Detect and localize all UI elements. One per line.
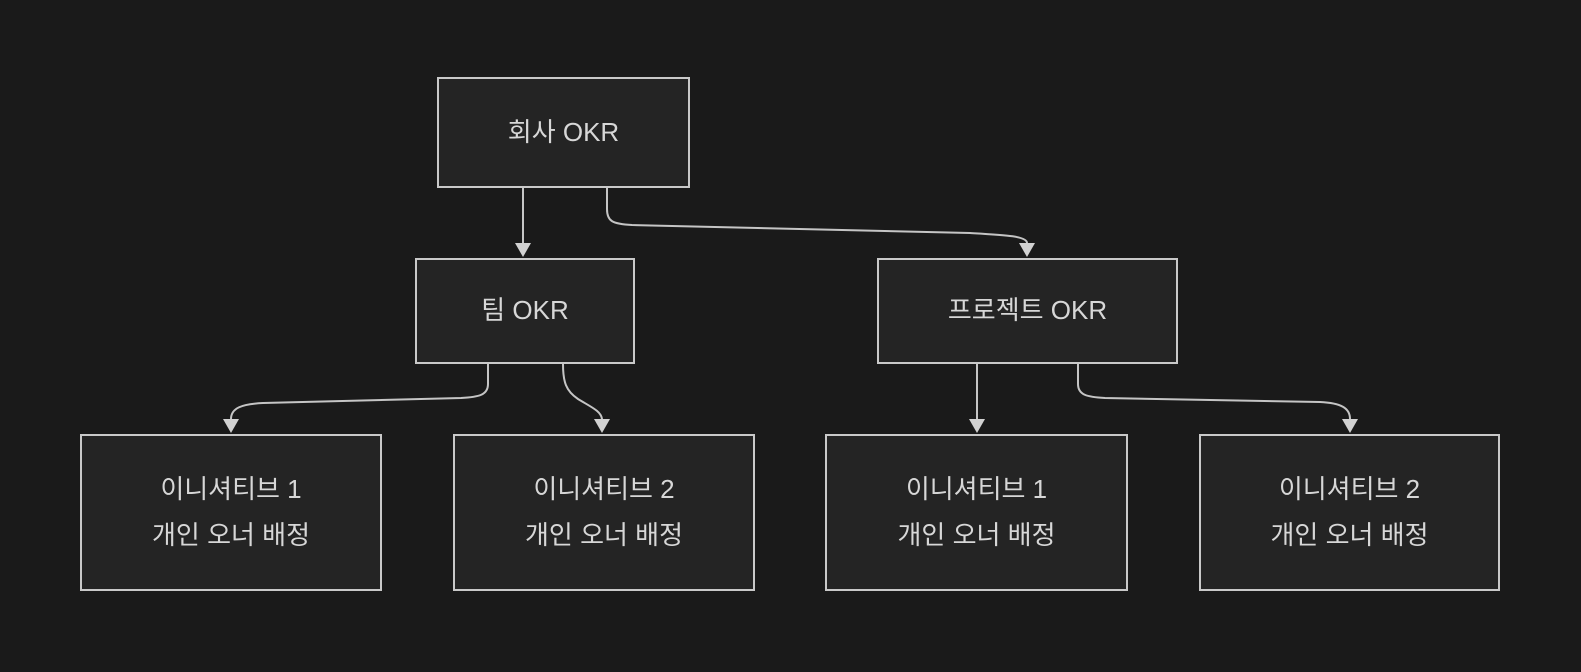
edge-company-to-team-arrowhead [515,243,531,257]
node-team-initiative-1-line-2: 개인 오너 배정 [152,519,310,550]
node-team-initiative-2: 이니셔티브 2 개인 오너 배정 [453,434,755,591]
edge-project-to-initiative-2-arrowhead [1342,419,1358,433]
edge-team-to-initiative-2-arrowhead [594,419,610,433]
edge-team-to-initiative-1 [230,363,489,420]
node-team-initiative-1: 이니셔티브 1 개인 오너 배정 [80,434,382,591]
edge-team-to-initiative-1-arrowhead [223,419,239,433]
node-project-initiative-1-line-2: 개인 오너 배정 [897,519,1056,550]
node-company-okr-label: 회사 OKR [507,116,620,147]
node-team-initiative-2-line-2: 개인 오너 배정 [525,519,683,550]
node-team-initiative-2-line-1: 이니셔티브 2 [533,474,675,504]
node-project-initiative-1-line-1: 이니셔티브 1 [905,474,1048,504]
edge-team-to-initiative-2 [562,363,603,420]
node-company-okr: 회사 OKR [437,77,690,188]
node-team-okr-label: 팀 OKR [481,295,569,326]
edge-project-to-initiative-2 [1077,363,1351,420]
node-project-initiative-2: 이니셔티브 2 개인 오너 배정 [1199,434,1500,591]
node-project-okr: 프로젝트 OKR [877,258,1178,364]
edge-company-to-project [606,187,1028,244]
node-project-initiative-2-line-2: 개인 오너 배정 [1270,519,1429,550]
node-team-okr: 팀 OKR [415,258,635,364]
node-project-initiative-2-line-1: 이니셔티브 2 [1278,474,1421,504]
node-project-initiative-1: 이니셔티브 1 개인 오너 배정 [825,434,1128,591]
edge-project-to-initiative-1-arrowhead [969,419,985,433]
edge-company-to-project-arrowhead [1019,243,1035,257]
node-team-initiative-1-line-1: 이니셔티브 1 [160,474,302,504]
node-project-okr-label: 프로젝트 OKR [947,295,1108,326]
